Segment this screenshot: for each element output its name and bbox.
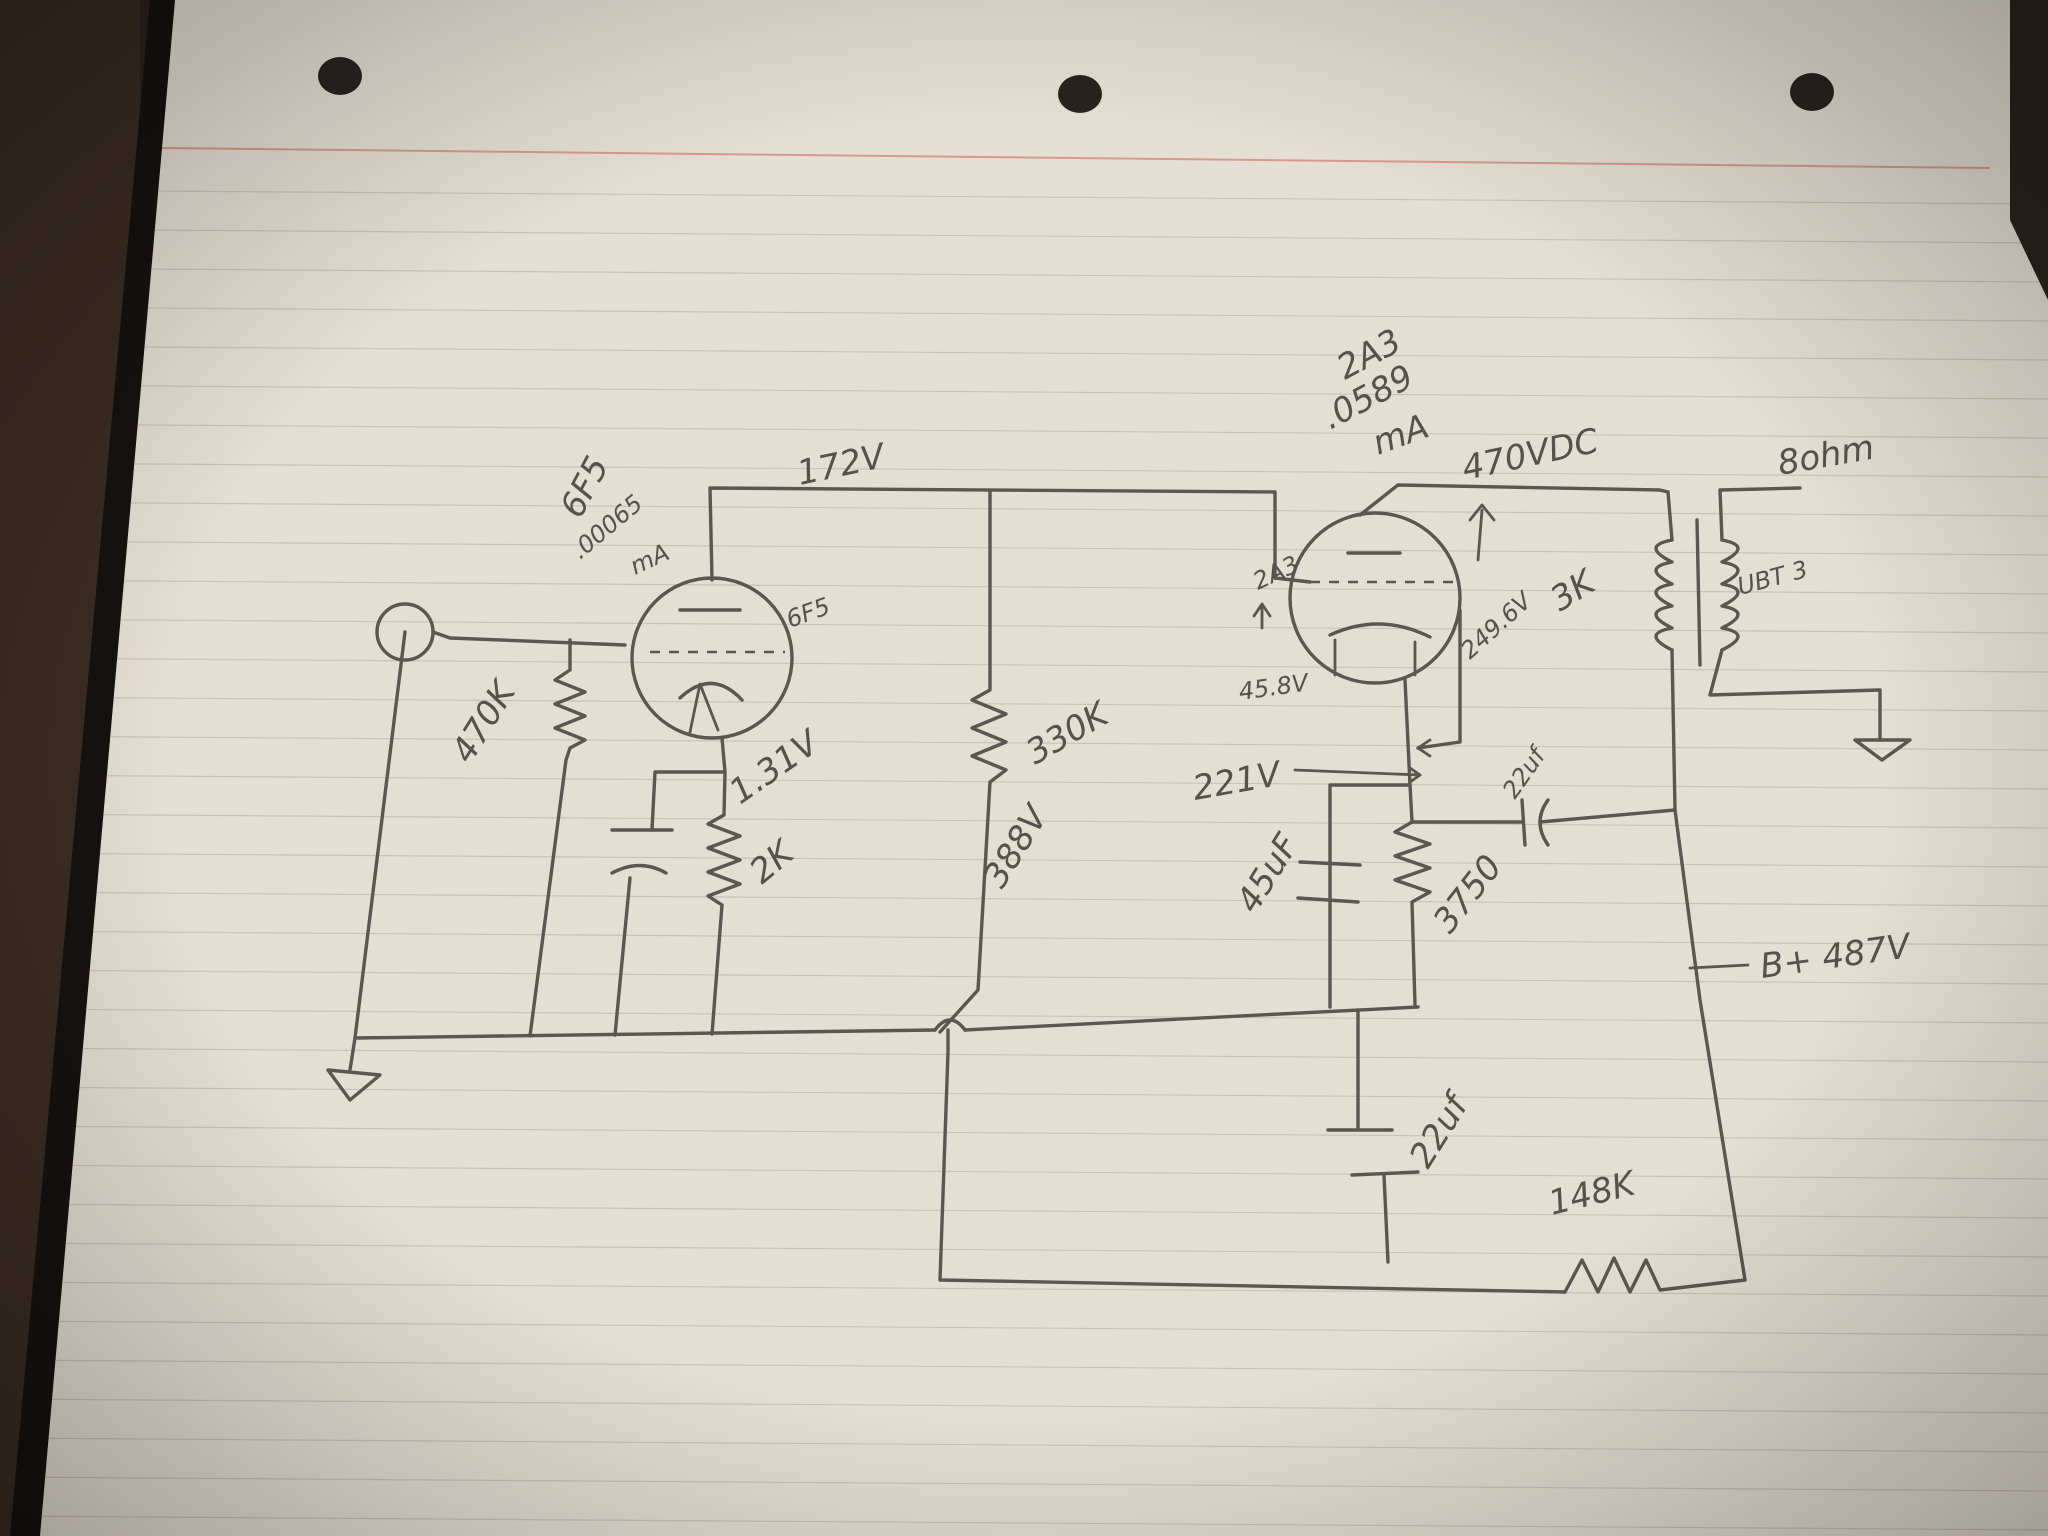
punch-hole-left xyxy=(318,57,362,95)
punch-hole-middle xyxy=(1058,75,1102,113)
punch-hole-right xyxy=(1790,73,1834,111)
